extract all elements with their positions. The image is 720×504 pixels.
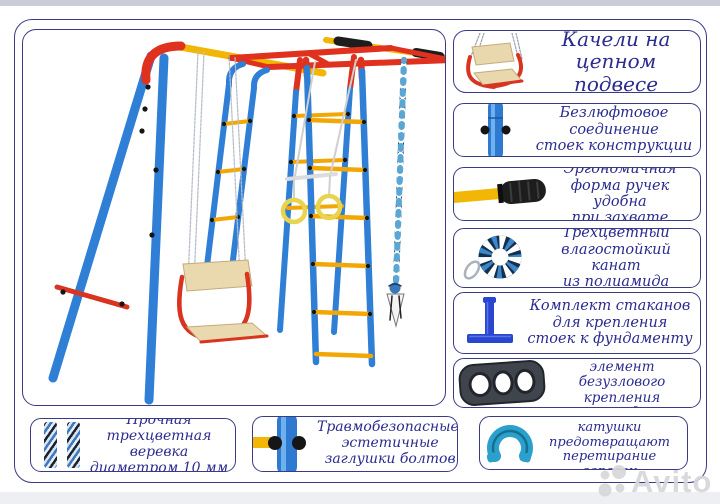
callout-mount: Пластиковый элемент безузлового креплени… [453, 358, 701, 408]
playground-illustration-image [48, 36, 445, 405]
callout-title-text: Качели на цепном подвесе [561, 30, 671, 93]
callout-braided-rope-text: Прочная трехцветная веревка диаметром 10… [89, 418, 229, 472]
callout-bolt-plugs: Травмобезопасные, эстетичные заглушки бо… [252, 416, 458, 472]
red-top-frame [228, 45, 445, 70]
avito-watermark: Avito [597, 462, 712, 500]
bolt-plug-icon [253, 417, 317, 471]
main-illustration-panel [22, 29, 446, 406]
rope-coil-icon [454, 229, 538, 287]
callout-anchor: Комплект стаканов для крепления стоек к … [453, 292, 701, 354]
callout-rope-text: Трехцветный влагостойкий канат из полиам… [561, 228, 671, 288]
post-joint-icon [454, 104, 534, 156]
callout-spools: Пластмассовые катушки предотвращают пере… [479, 416, 688, 470]
handle-grip-icon [454, 168, 546, 220]
avito-logo-dots-icon [598, 465, 626, 497]
plastic-mount-icon [454, 359, 550, 407]
callout-rope: Трехцветный влагостойкий канат из полиам… [453, 228, 701, 288]
callout-spools-text: Пластмассовые катушки предотвращают пере… [549, 417, 670, 469]
callout-title: Качели на цепном подвесе [453, 30, 701, 93]
callout-bolt-plugs-text: Травмобезопасные, эстетичные заглушки бо… [317, 419, 458, 467]
a-frame [48, 41, 186, 405]
chain-swing [177, 50, 269, 344]
braided-rope-icon [31, 419, 89, 471]
callout-joint-text: Безлюфтовое соединение стоек конструкции [535, 105, 693, 155]
callout-mount-text: Пластиковый элемент безузлового креплени… [571, 359, 672, 407]
climbing-rope [386, 57, 407, 328]
top-edge-strip [0, 0, 720, 6]
callout-joint: Безлюфтовое соединение стоек конструкции [453, 103, 701, 157]
hanging-ladder [204, 61, 270, 271]
gym-rings [280, 59, 357, 225]
plastic-spool-icon [480, 417, 538, 469]
outer-frame [14, 19, 707, 483]
anchor-cup-icon [454, 293, 526, 353]
trapeze-bar [285, 172, 338, 181]
swing-icon [454, 31, 538, 92]
bottom-edge-strip [0, 492, 720, 504]
callout-handle-text: Эргономичная форма ручек удобна при захв… [563, 167, 677, 221]
callout-handle: Эргономичная форма ручек удобна при захв… [453, 167, 701, 221]
avito-watermark-text: Avito [631, 463, 713, 499]
callout-braided-rope: Прочная трехцветная веревка диаметром 10… [30, 418, 236, 472]
callout-anchor-text: Комплект стаканов для крепления стоек к … [527, 298, 693, 348]
